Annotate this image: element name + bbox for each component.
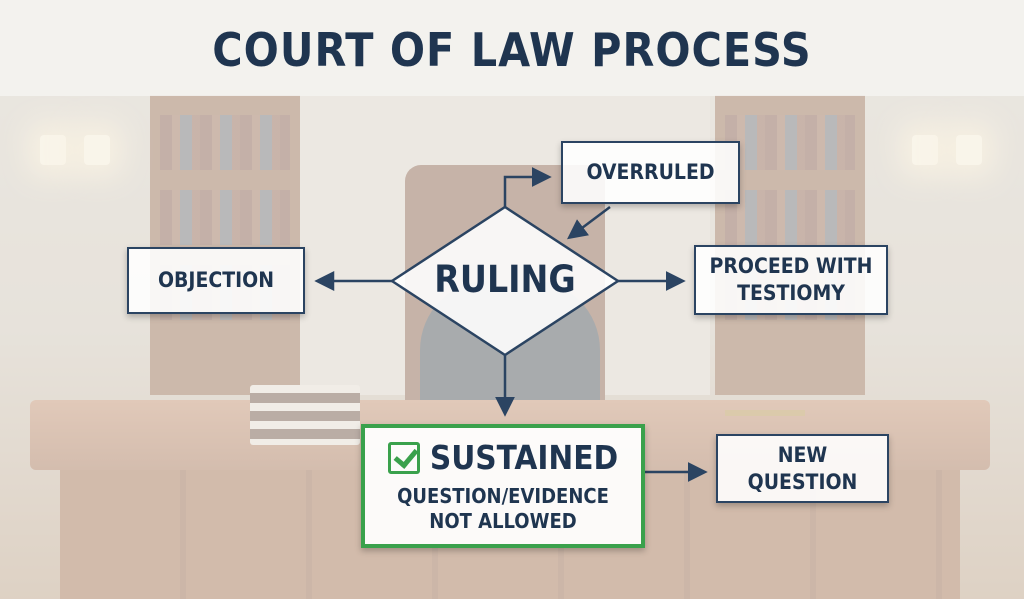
page-title: COURT OF LAW PROCESS: [212, 23, 812, 77]
new-question-node: NEW QUESTION: [716, 434, 889, 503]
overruled-node: OVERRULED: [561, 141, 740, 204]
overruled-label: OVERRULED: [586, 160, 715, 184]
ruling-label: RULING: [434, 258, 576, 301]
new-question-label: NEW QUESTION: [747, 442, 858, 494]
check-icon: [387, 442, 420, 474]
title-band: [0, 0, 1024, 96]
sustained-header: SUSTAINED: [387, 438, 619, 478]
sustained-detail: QUESTION/EVIDENCE NOT ALLOWED: [397, 484, 609, 533]
proceed-label: PROCEED WITH TESTIOMY: [709, 254, 873, 305]
objection-node: OBJECTION: [127, 247, 305, 314]
arrow-overruled-to-ruling: [567, 206, 611, 240]
arrow-ruling-to-overruled: [503, 167, 552, 207]
objection-label: OBJECTION: [157, 268, 275, 292]
proceed-with-testimony-node: PROCEED WITH TESTIOMY: [694, 245, 888, 315]
sustained-label: SUSTAINED: [429, 438, 619, 477]
sustained-node: SUSTAINED QUESTION/EVIDENCE NOT ALLOWED: [361, 424, 645, 548]
